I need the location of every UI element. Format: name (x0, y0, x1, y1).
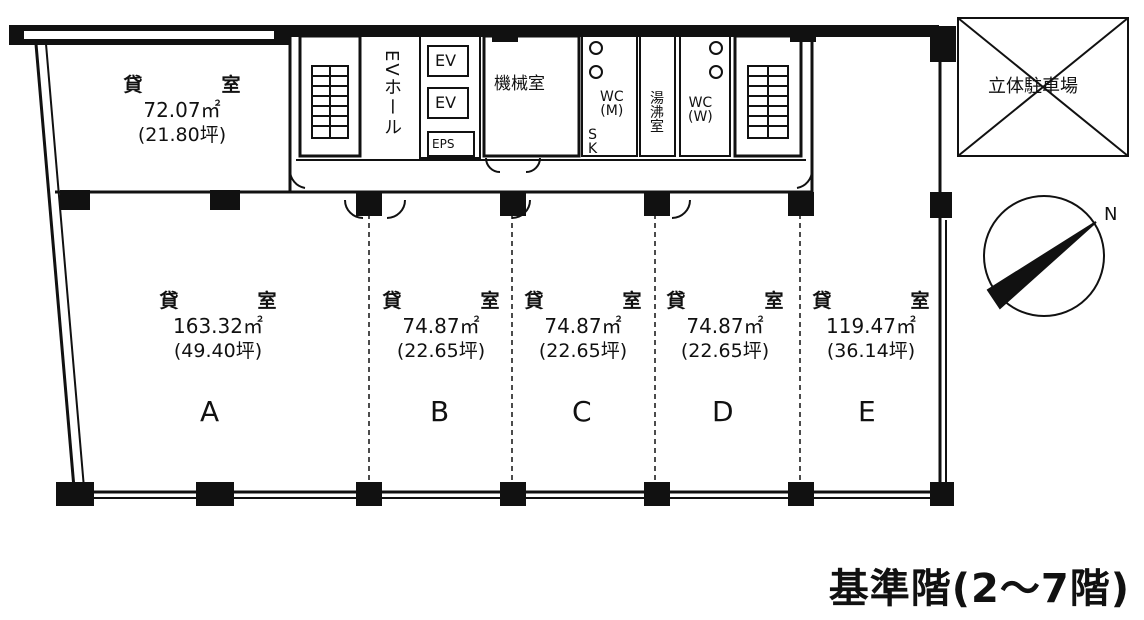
unit-area-m2: 74.87㎡ (544, 314, 622, 338)
eps-label: EPS (432, 137, 455, 151)
unit-label: 貸 室 (382, 290, 530, 312)
unit-c: 貸 室 74.87㎡ (22.65坪) (518, 292, 648, 361)
wc-men-sub: (M) (600, 103, 624, 119)
unit-label: 貸 室 (123, 74, 271, 96)
ev-hall-label: EVホール (381, 50, 402, 138)
unit-letter-e: E (858, 395, 876, 428)
sk-text-2: K (588, 141, 598, 157)
unit-d: 貸 室 74.87㎡ (22.65坪) (660, 292, 790, 361)
wc-men-label: WC (M) (600, 90, 624, 118)
compass-north-label: N (1104, 204, 1118, 225)
kitchen-label: 湯 沸 室 (650, 92, 664, 134)
kitchen-text-1: 湯 (650, 91, 664, 107)
kitchen-text-2: 沸 (650, 105, 664, 121)
unit-area-tsubo: (22.65坪) (680, 340, 770, 362)
wc-women-text: WC (688, 95, 713, 111)
wc-women-sub: (W) (688, 109, 713, 125)
unit-area-tsubo: (21.80坪) (137, 124, 227, 146)
wc-men-text: WC (600, 89, 624, 105)
unit-area-tsubo: (36.14坪) (826, 340, 916, 362)
unit-letter-c: C (572, 395, 592, 428)
stairs-left (311, 65, 349, 139)
stairs-right (747, 65, 789, 139)
ev-1-label: EV (435, 51, 457, 70)
unit-area-m2: 163.32㎡ (173, 314, 263, 338)
unit-top-left: 貸 室 72.07㎡ (21.80坪) (92, 76, 272, 145)
unit-area-m2: 72.07㎡ (143, 98, 221, 122)
unit-area-m2: 74.87㎡ (686, 314, 764, 338)
floor-title: 基準階(2〜7階) (828, 566, 1130, 612)
unit-e: 貸 室 119.47㎡ (36.14坪) (806, 292, 936, 361)
kitchen-text-3: 室 (650, 119, 664, 135)
unit-area-tsubo: (49.40坪) (173, 340, 263, 362)
parking-label: 立体駐車場 (988, 76, 1078, 97)
unit-area-m2: 119.47㎡ (826, 314, 916, 338)
machine-room-label: 機械室 (494, 74, 545, 94)
unit-letter-a: A (200, 395, 220, 428)
unit-letter-b: B (430, 395, 450, 428)
parking-box (957, 17, 1129, 157)
unit-area-tsubo: (22.65坪) (396, 340, 486, 362)
unit-a: 貸 室 163.32㎡ (49.40坪) (128, 292, 308, 361)
compass (983, 195, 1105, 317)
unit-b: 貸 室 74.87㎡ (22.65坪) (376, 292, 506, 361)
ev-2-label: EV (435, 93, 457, 112)
wc-women-label: WC (W) (688, 96, 713, 124)
unit-label: 貸 室 (666, 290, 814, 312)
top-window (24, 31, 274, 39)
unit-area-m2: 74.87㎡ (402, 314, 480, 338)
unit-letter-d: D (712, 395, 734, 428)
sk-label: S K (588, 128, 597, 156)
sk-text-1: S (588, 127, 598, 143)
unit-area-tsubo: (22.65坪) (538, 340, 628, 362)
unit-label: 貸 室 (812, 290, 960, 312)
unit-label: 貸 室 (159, 290, 307, 312)
unit-label: 貸 室 (524, 290, 672, 312)
